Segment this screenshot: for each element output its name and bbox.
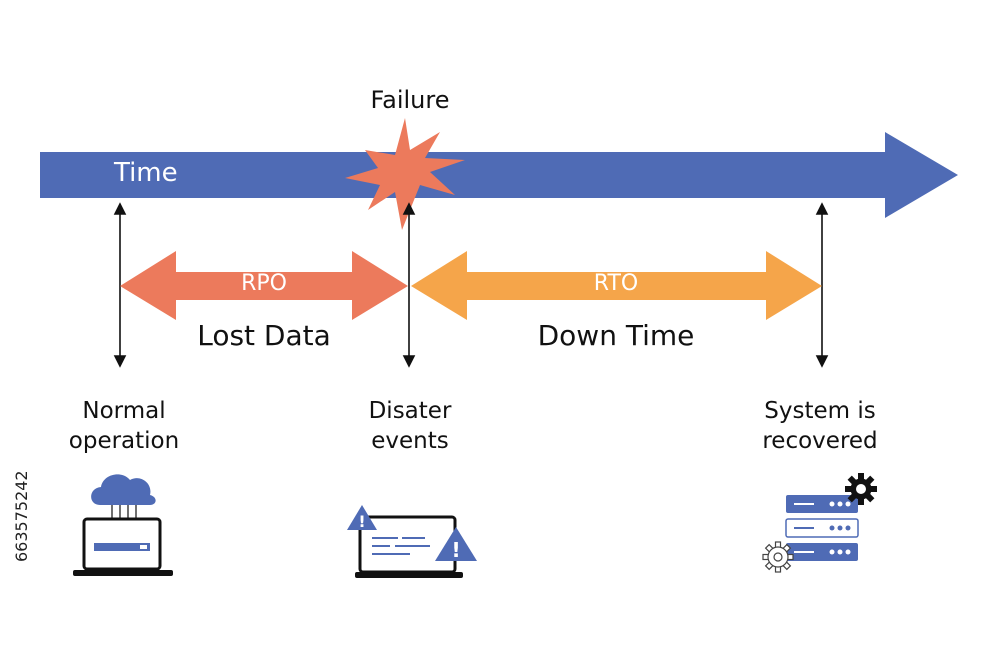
stage-normal-line1: Normal [82,398,166,424]
rto-label: RTO [593,271,639,296]
stage-disaster-line2: events [371,428,449,454]
lost-data-caption: Lost Data [197,319,331,352]
laptop-warning-icon: ! ! [347,505,477,578]
side-code: 663575242 [10,430,32,670]
rto-arrow [411,251,822,320]
down-time-caption: Down Time [537,319,695,352]
rpo-arrow [120,251,408,320]
failure-label: Failure [370,86,450,114]
marker-lines [113,202,829,368]
stage-disaster-line1: Disater [368,398,452,424]
stage-recovered-line1: System is [764,398,876,424]
server-gears-icon [762,473,877,573]
rpo-label: RPO [241,271,287,296]
time-arrow [40,132,958,218]
time-label: Time [114,158,178,188]
side-code-text: 663575242 [12,470,31,562]
svg-text:!: ! [358,512,365,531]
cloud-laptop-icon [73,474,173,576]
failure-burst-icon [345,118,465,230]
stage-recovered-line2: recovered [762,428,878,454]
stage-normal-line2: operation [68,428,180,454]
svg-text:!: ! [451,538,460,562]
